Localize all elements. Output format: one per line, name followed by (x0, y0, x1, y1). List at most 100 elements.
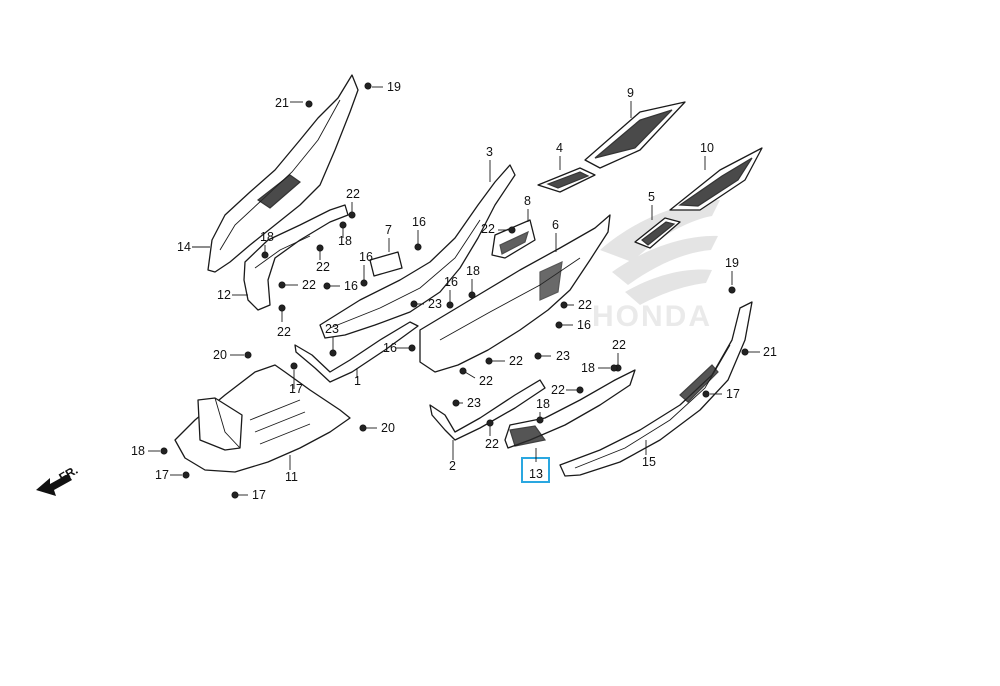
part-5-step-board (634, 217, 681, 249)
callout-number: 19 (387, 80, 401, 94)
callout-number: 22 (316, 260, 330, 274)
callout-18: 18 (131, 444, 168, 458)
callout-number: 18 (581, 361, 595, 375)
part-1-stay (294, 321, 419, 383)
callout-3: 3 (486, 145, 493, 182)
callout-22: 22 (485, 419, 499, 451)
fastener-icon (359, 424, 367, 432)
callout-number: 10 (700, 141, 714, 155)
callout-number: 20 (381, 421, 395, 435)
callout-number: 16 (444, 275, 458, 289)
highlight-box-13 (521, 457, 550, 483)
callout-13: 13 (529, 448, 543, 481)
fastener-icon (485, 357, 493, 365)
callout-23: 23 (534, 349, 570, 363)
leader-line (464, 371, 476, 379)
callout-22: 22 (278, 278, 316, 292)
callout-18: 18 (338, 221, 352, 248)
part-11-under-cover (174, 364, 351, 473)
fastener-icon (244, 351, 252, 359)
fastener-icon (508, 226, 516, 234)
callout-18: 18 (466, 264, 480, 299)
callout-number: 17 (155, 468, 169, 482)
callout-9: 9 (627, 86, 634, 118)
callout-19: 19 (725, 256, 739, 294)
callout-number: 17 (289, 382, 303, 396)
callout-number: 23 (467, 396, 481, 410)
callout-number: 20 (213, 348, 227, 362)
callout-22: 22 (346, 187, 360, 219)
callout-16: 16 (555, 318, 591, 332)
callout-number: 21 (275, 96, 289, 110)
callout-16: 16 (383, 341, 416, 355)
part-13-side-trim (504, 369, 636, 449)
watermark-text: HONDA (592, 300, 712, 333)
callout-number: 18 (131, 444, 145, 458)
part-6-floor-panel (419, 214, 611, 373)
fastener-icon (329, 349, 337, 357)
callout-21: 21 (741, 345, 777, 359)
fastener-icon (414, 243, 422, 251)
callout-number: 23 (556, 349, 570, 363)
fastener-icon (261, 251, 269, 259)
callout-number: 23 (325, 322, 339, 336)
fastener-icon (410, 300, 418, 308)
callout-number: 22 (509, 354, 523, 368)
fastener-icon (741, 348, 749, 356)
fastener-icon (182, 471, 190, 479)
fastener-icon (305, 100, 313, 108)
callout-number: 6 (552, 218, 559, 232)
callout-22: 22 (459, 367, 493, 388)
callout-number: 15 (642, 455, 656, 469)
part-2-bracket (429, 379, 546, 441)
callout-number: 22 (578, 298, 592, 312)
fastener-icon (555, 321, 563, 329)
callout-number: 16 (412, 215, 426, 229)
callout-22: 22 (316, 244, 330, 274)
callout-number: 22 (551, 383, 565, 397)
fastener-icon (339, 221, 347, 229)
fastener-icon (323, 282, 331, 290)
fastener-icon (278, 281, 286, 289)
callout-12: 12 (217, 288, 248, 302)
fastener-icon (278, 304, 286, 312)
fastener-icon (408, 344, 416, 352)
callout-number: 16 (359, 250, 373, 264)
fastener-icon (560, 301, 568, 309)
callout-number: 4 (556, 141, 563, 155)
callout-17: 17 (155, 468, 190, 482)
callout-number: 22 (346, 187, 360, 201)
fastener-icon (348, 211, 356, 219)
callout-18: 18 (260, 230, 274, 259)
callout-8: 8 (524, 194, 531, 222)
fastener-icon (576, 386, 584, 394)
callout-17: 17 (702, 387, 740, 401)
fastener-icon (486, 419, 494, 427)
fastener-icon (446, 301, 454, 309)
fastener-icon (468, 291, 476, 299)
fastener-icon (452, 399, 460, 407)
callout-22: 22 (551, 383, 584, 397)
callout-number: 17 (726, 387, 740, 401)
callout-19: 19 (364, 80, 401, 94)
callout-23: 23 (325, 322, 339, 357)
fastener-icon (728, 286, 736, 294)
callout-14: 14 (177, 240, 210, 254)
callout-number: 14 (177, 240, 191, 254)
callout-18: 18 (581, 361, 618, 375)
part-4-step-board (537, 167, 596, 193)
part-15-side-skirt (559, 301, 753, 477)
callout-number: 2 (449, 459, 456, 473)
callout-number: 11 (285, 470, 298, 484)
callout-11: 11 (285, 455, 298, 484)
fastener-icon (231, 491, 239, 499)
callout-number: 18 (466, 264, 480, 278)
part-14-front-cover (207, 74, 359, 273)
callout-22: 22 (481, 222, 516, 236)
callout-5: 5 (648, 190, 655, 220)
honda-watermark: HONDA (592, 200, 720, 333)
callout-16: 16 (359, 250, 373, 287)
fastener-icon (290, 362, 298, 370)
callout-16: 16 (323, 279, 358, 293)
